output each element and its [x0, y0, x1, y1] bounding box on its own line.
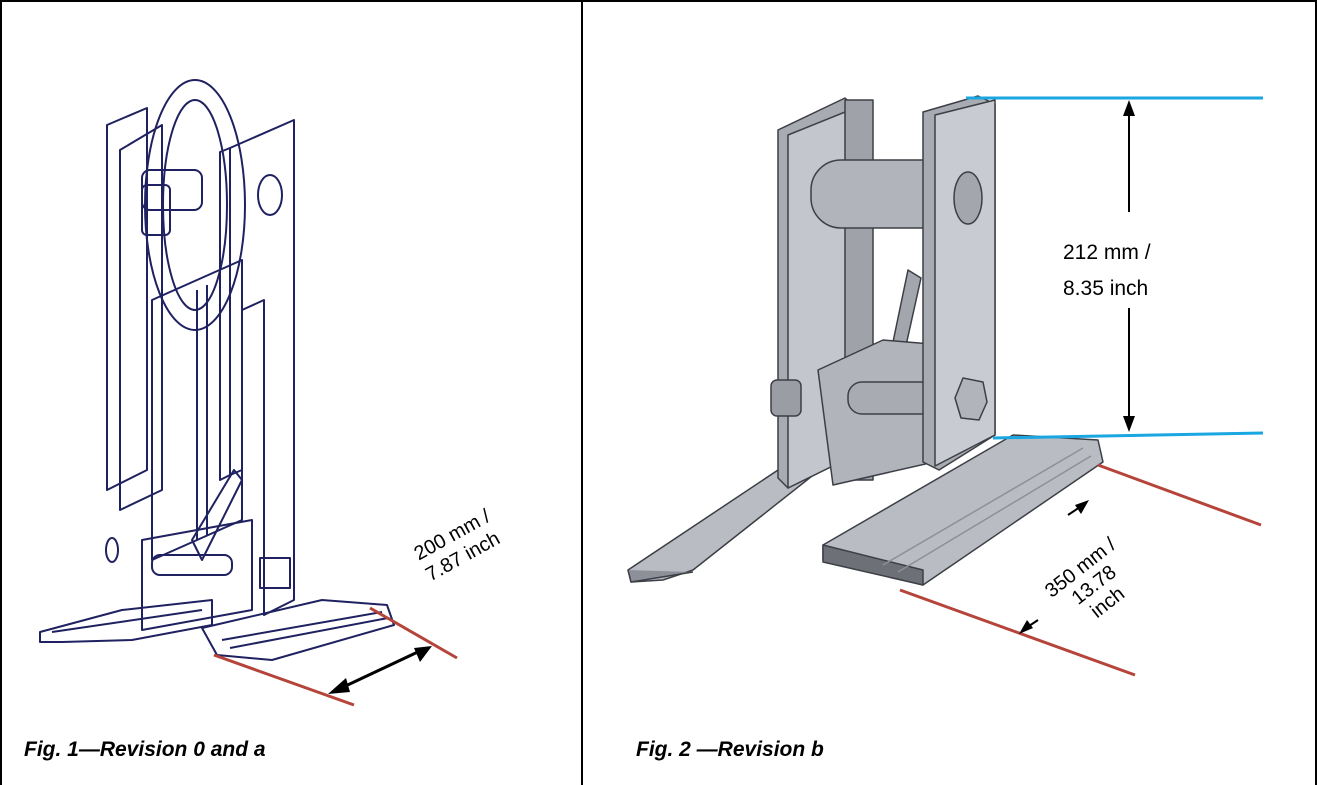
- left-foot-ridge: [51, 609, 203, 633]
- dim-arrow-line: [336, 648, 423, 692]
- back-plate-edge: [106, 107, 148, 491]
- shackle-ring-outer: [144, 79, 246, 331]
- hex-nut: [954, 377, 988, 421]
- table-border-middle: [581, 0, 583, 785]
- dim-line-red-1: [1097, 463, 1262, 527]
- right-foot-ridge-2: [229, 617, 389, 649]
- top-pin: [141, 169, 203, 211]
- figure-1-cell: 200 mm / 7.87 inch Fig. 1—Revision 0 and…: [2, 0, 581, 785]
- lower-pin: [151, 554, 233, 576]
- length-arrowhead-top: [1075, 500, 1089, 514]
- right-foot-ridge-1: [882, 447, 1084, 566]
- dim-arrowhead-left: [328, 678, 350, 694]
- front-plate-edge: [219, 147, 231, 481]
- height-dimension-label: 212 mm / 8.35 inch: [1063, 235, 1193, 307]
- figure-1-caption: Fig. 1—Revision 0 and a: [24, 738, 266, 761]
- right-foot-ridge-1: [221, 611, 383, 641]
- right-foot: [201, 599, 395, 661]
- shackle-ring-inner: [162, 99, 228, 311]
- center-web: [151, 259, 243, 561]
- front-plate: [229, 119, 295, 616]
- table-border-left: [0, 0, 2, 785]
- top-bolt: [257, 174, 283, 216]
- top-bolt: [953, 171, 983, 225]
- top-pin-collar: [141, 184, 171, 236]
- dim-arrowhead-right: [414, 646, 432, 662]
- figure-2-caption: Fig. 2 —Revision b: [636, 738, 824, 761]
- left-nut: [105, 537, 119, 563]
- figure-1-drawing: [39, 79, 458, 707]
- height-arrowhead-bottom: [1123, 416, 1135, 432]
- dim-line-red-2: [899, 588, 1136, 677]
- height-dimension-line2: 8.35 inch: [1063, 277, 1149, 300]
- dim-line-blue-bottom: [992, 431, 1264, 440]
- table-border-top: [0, 0, 1317, 2]
- figure-2-drawing: [627, 95, 1264, 677]
- latch-arm: [191, 469, 243, 561]
- height-dimension-line1: 212 mm /: [1063, 241, 1151, 264]
- dim-line-red-2: [369, 606, 458, 660]
- length-arrowhead-bottom: [1019, 620, 1033, 634]
- lower-nut: [259, 557, 291, 589]
- dim-line-red-1: [213, 653, 355, 707]
- left-foot: [39, 599, 213, 643]
- figure-2-cell: 212 mm / 8.35 inch 350 mm / 13.78 inch F…: [583, 0, 1315, 785]
- table-border-right: [1315, 0, 1317, 785]
- height-arrowhead-top: [1123, 100, 1135, 116]
- lower-bracket: [141, 519, 253, 631]
- left-nut: [770, 379, 802, 417]
- right-foot-ridge-2: [897, 455, 1092, 573]
- left-foot-edge: [627, 569, 694, 583]
